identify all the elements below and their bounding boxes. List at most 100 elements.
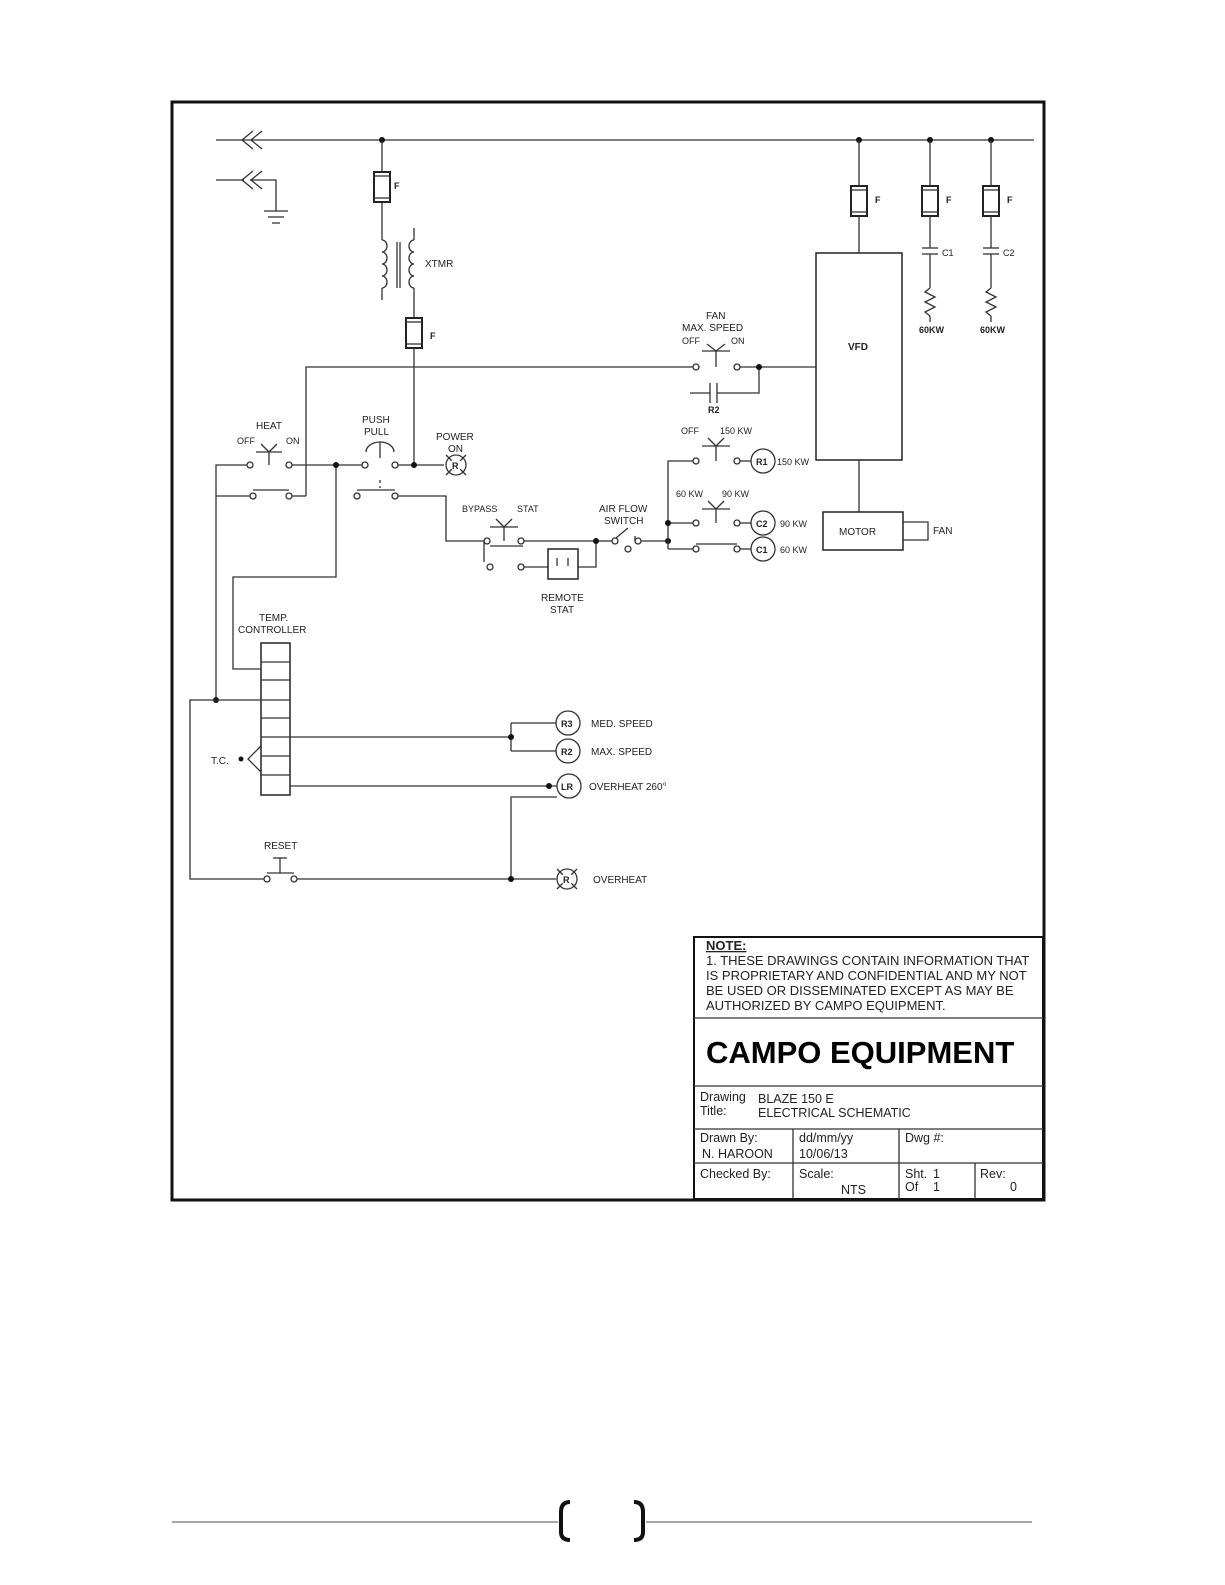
r2-coil-label: R2 <box>561 747 573 757</box>
fuse-label: F <box>394 181 400 191</box>
c2-coil: C2 <box>750 510 776 536</box>
remote-stat-outlet <box>547 548 579 580</box>
overheat-260-label: OVERHEAT 260° <box>589 782 667 793</box>
med-speed-label: MED. SPEED <box>591 719 653 730</box>
drawing-title-label: Drawing <box>700 1090 746 1104</box>
resistor-icon <box>923 287 937 317</box>
overheat-lamp-label: R <box>563 875 570 885</box>
heat-on-label: ON <box>286 436 300 446</box>
stage-60-label: 60 KW <box>676 489 704 499</box>
fuse-label: F <box>1007 195 1013 205</box>
power-label: POWER <box>436 432 474 443</box>
temp-controller <box>189 642 557 883</box>
heat-label: HEAT <box>256 421 282 432</box>
tc-label: T.C. <box>211 756 229 767</box>
reset-label: RESET <box>264 841 297 852</box>
r1-kw-label: 150 KW <box>777 457 810 467</box>
lr-coil-label: LR <box>561 782 573 792</box>
control-branch <box>373 140 423 465</box>
sheet-label: Sht. <box>905 1167 927 1181</box>
thermocouple-icon <box>247 745 262 773</box>
dwg-number-label: Dwg #: <box>905 1131 944 1145</box>
vfd-branch <box>815 140 929 551</box>
stage-90-label: 90 KW <box>722 489 750 499</box>
remote-stat-label: REMOTE <box>541 593 584 604</box>
fan-switch-on-label: ON <box>731 336 745 346</box>
overheat-label: OVERHEAT <box>593 875 647 886</box>
stat-label: STAT <box>517 504 539 514</box>
page-footer-ornament <box>172 1500 1032 1542</box>
drawing-title-value: BLAZE 150 E <box>758 1092 834 1106</box>
fan-switch-label: MAX. SPEED <box>682 323 743 334</box>
drawing-border <box>170 100 1046 1202</box>
heat-circuit <box>215 441 484 700</box>
r2-contact-label: R2 <box>708 405 720 415</box>
date-label: dd/mm/yy <box>799 1131 854 1145</box>
r3-coil-label: R3 <box>561 719 573 729</box>
airflow-label: AIR FLOW <box>599 504 648 515</box>
company-name: CAMPO EQUIPMENT <box>706 1035 1014 1070</box>
fuse-label: F <box>875 195 881 205</box>
r1-coil: R1 <box>750 448 776 474</box>
c1-kw-label: 60 KW <box>780 545 808 555</box>
resistor-icon <box>984 287 998 317</box>
c1-capacitor-label: C1 <box>942 248 954 258</box>
c1-coil: C1 <box>750 536 776 562</box>
drawing-title-label: Title: <box>700 1104 727 1118</box>
rev-label: Rev: <box>980 1167 1006 1181</box>
bypass-label: BYPASS <box>462 504 497 514</box>
temp-controller-label: TEMP. <box>259 613 288 624</box>
heat-off-label: OFF <box>237 436 255 446</box>
lr-coil: LR <box>556 773 582 799</box>
temp-controller-label: CONTROLLER <box>238 625 306 636</box>
motor-box <box>822 511 904 551</box>
vfd-box <box>815 252 903 461</box>
airflow-label: SWITCH <box>604 516 643 527</box>
resistor-kw-label: 60KW <box>919 325 945 335</box>
note-line: IS PROPRIETARY AND CONFIDENTIAL AND MY N… <box>706 968 1027 983</box>
pull-label: PULL <box>364 427 389 438</box>
power-on-label: ON <box>448 444 463 455</box>
c1-coil-label: C1 <box>756 545 768 555</box>
xtmr-label: XTMR <box>425 259 453 270</box>
scale-value: NTS <box>841 1183 866 1197</box>
fuse-label: F <box>946 195 952 205</box>
remote-stat-label: STAT <box>550 605 574 616</box>
rev-value: 0 <box>1010 1180 1017 1194</box>
r2-coil: R2 <box>555 738 581 764</box>
r3-coil: R3 <box>555 710 581 736</box>
load-branch-c1 <box>921 140 939 322</box>
of-value: 1 <box>933 1180 940 1194</box>
of-label: Of <box>905 1180 919 1194</box>
note-line: AUTHORIZED BY CAMPO EQUIPMENT. <box>706 998 946 1013</box>
note-line: BE USED OR DISSEMINATED EXCEPT AS MAY BE <box>706 983 1014 998</box>
stage-off-label: OFF <box>681 426 699 436</box>
checked-by-label: Checked By: <box>700 1167 771 1181</box>
push-label: PUSH <box>362 415 390 426</box>
bypass-stat-circuit <box>483 518 668 580</box>
note-line: 1. THESE DRAWINGS CONTAIN INFORMATION TH… <box>706 953 1029 968</box>
vfd-label: VFD <box>848 342 868 353</box>
fan-switch-label: FAN <box>706 311 725 322</box>
drawn-by-value: N. HAROON <box>702 1147 773 1161</box>
sheet-value: 1 <box>933 1167 940 1181</box>
supply-lines <box>216 130 1034 211</box>
c2-kw-label: 90 KW <box>780 519 808 529</box>
drawn-by-label: Drawn By: <box>700 1131 758 1145</box>
fan-switch-off-label: OFF <box>682 336 700 346</box>
stage-150-label: 150 KW <box>720 426 753 436</box>
c2-coil-label: C2 <box>756 519 768 529</box>
overheat-lamp: R <box>556 868 578 890</box>
drawing-title-value: ELECTRICAL SCHEMATIC <box>758 1106 911 1120</box>
stage-circuit <box>667 437 751 553</box>
power-lamp-label: R <box>452 461 459 471</box>
resistor-kw-label: 60KW <box>980 325 1006 335</box>
motor-label: MOTOR <box>839 527 876 538</box>
fan-label: FAN <box>933 526 952 537</box>
power-on-lamp: R <box>445 454 467 476</box>
date-value: 10/06/13 <box>799 1147 848 1161</box>
c2-capacitor-label: C2 <box>1003 248 1015 258</box>
scale-label: Scale: <box>799 1167 834 1181</box>
max-speed-label: MAX. SPEED <box>591 747 652 758</box>
